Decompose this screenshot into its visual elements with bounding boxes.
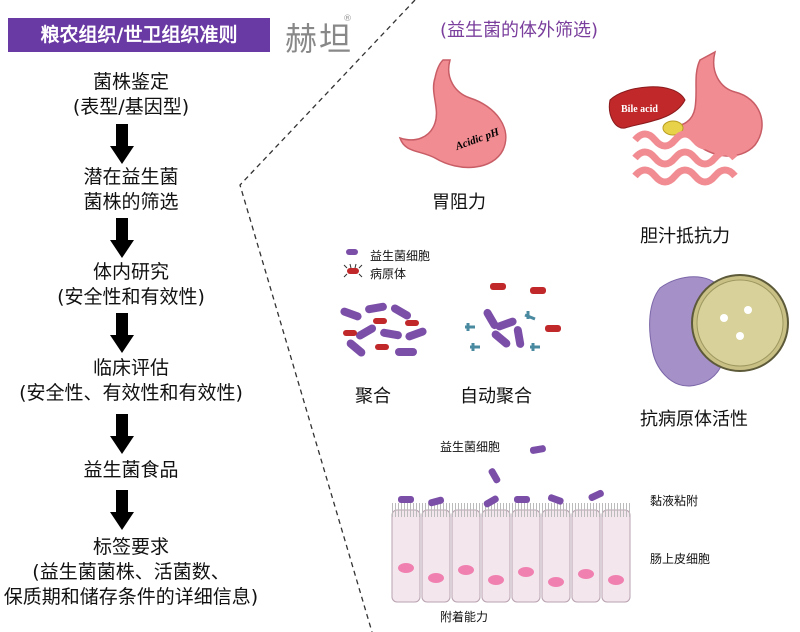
flow-step-clinical: 临床评估(安全性、有效性和有效性) — [19, 357, 243, 404]
down-arrow-icon — [110, 218, 134, 258]
mucus-adhesion-label: 黏液粘附 — [650, 494, 699, 508]
legend-icons — [343, 249, 363, 278]
brand-logo: 赫坦 — [285, 20, 354, 58]
auto-aggregation-cluster — [465, 283, 561, 351]
down-arrow-icon — [110, 124, 134, 164]
intestinal-epithelium-illustration — [391, 445, 631, 603]
flow-step-in-vivo: 体内研究(安全性和有效性) — [57, 261, 205, 308]
down-arrow-icon — [110, 313, 134, 353]
guideline-banner: 粮农组织/世卫组织准则 — [8, 18, 270, 52]
bile-resistance-label: 胆汁抵抗力 — [640, 226, 730, 247]
antipathogen-label: 抗病原体活性 — [640, 409, 748, 430]
down-arrow-icon — [110, 414, 134, 454]
legend-pathogen: 病原体 — [370, 267, 407, 281]
flow-step-labeling: 标签要求(益生菌菌株、活菌数、保质期和储存条件的详细信息) — [3, 536, 259, 608]
flow-step-food: 益生菌食品 — [83, 459, 179, 481]
epithelial-cell-label: 肠上皮细胞 — [650, 552, 711, 566]
adhesion-capacity-label: 附着能力 — [440, 610, 489, 624]
legend-probiotic: 益生菌细胞 — [370, 249, 431, 263]
flow-step-screening: 潜在益生菌菌株的筛选 — [83, 166, 179, 213]
in-vitro-title: (益生菌的体外筛选) — [440, 20, 599, 41]
adhesion-probiotic-label: 益生菌细胞 — [440, 440, 501, 454]
aggregation-label: 聚合 — [355, 386, 391, 407]
down-arrow-icon — [110, 490, 134, 530]
stomach-illustration: Acidic pH — [398, 59, 507, 169]
aggregation-cluster — [340, 302, 427, 357]
bile-digestive-illustration: Bile acid — [608, 50, 763, 186]
pathogen-icon — [343, 263, 363, 278]
auto-aggregation-label: 自动聚合 — [460, 386, 532, 407]
bile-acid-text: Bile acid — [621, 104, 658, 115]
antipathogen-illustration — [649, 274, 789, 387]
flow-step-identification: 菌株鉴定(表型/基因型) — [72, 71, 190, 118]
stomach-resistance-label: 胃阻力 — [432, 192, 486, 213]
probiotic-cell-icon — [346, 249, 358, 255]
registered-mark: ® — [343, 14, 352, 24]
